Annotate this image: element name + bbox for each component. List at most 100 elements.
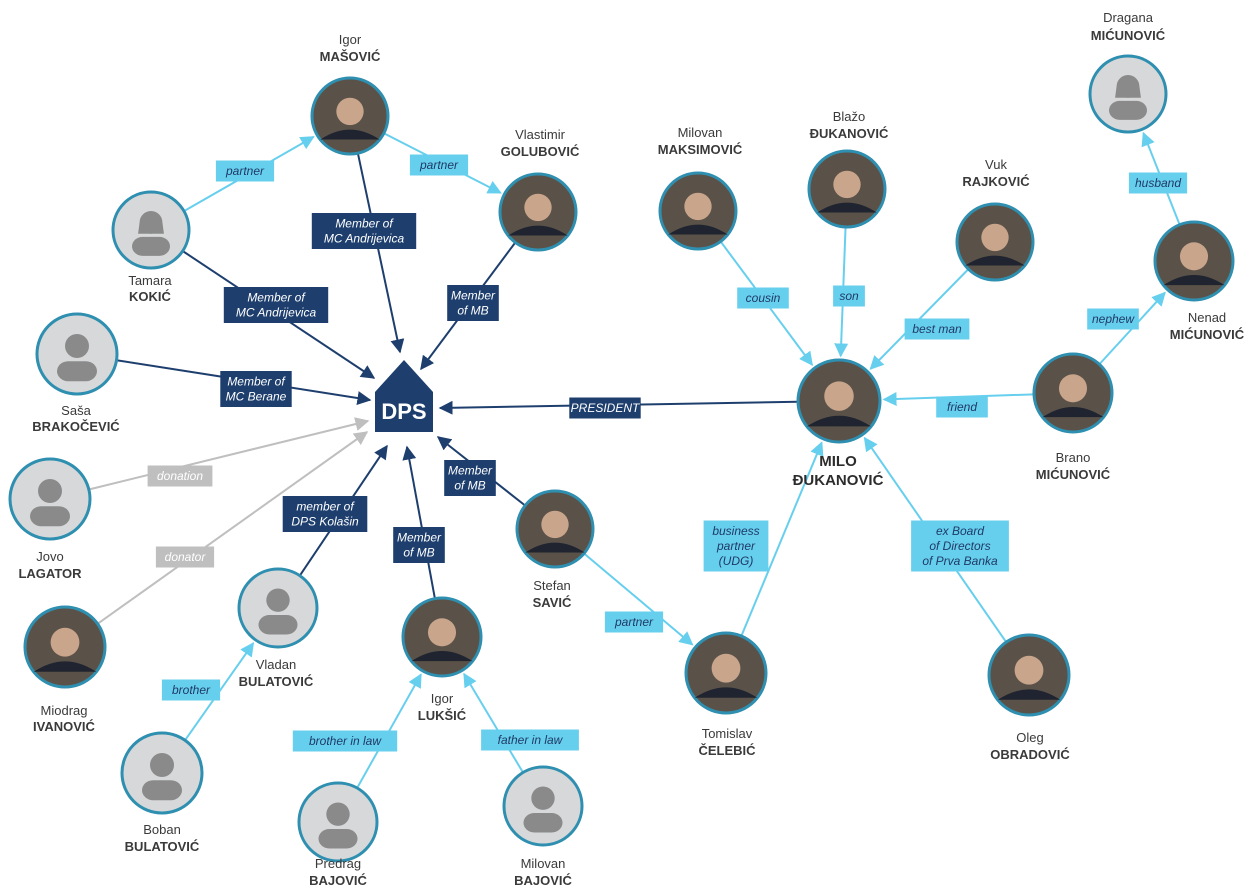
shoulders-shape [1042, 407, 1104, 418]
shoulders-shape [997, 689, 1061, 700]
relation-label-text: partner [716, 539, 756, 553]
relation-label-text: PRESIDENT [571, 401, 641, 415]
relation-label-bg [444, 460, 496, 496]
shoulders-shape [965, 255, 1025, 266]
dps-party-node[interactable]: DPS [375, 360, 433, 432]
relation-label-bg [1128, 172, 1188, 194]
avatar-head [266, 588, 290, 612]
relation-label-text: friend [947, 400, 977, 414]
relation-label-text: partner [225, 164, 265, 178]
person-first-name: Milovan [521, 856, 566, 871]
relation-label: brother [161, 679, 221, 701]
relation-label: partner [604, 611, 664, 633]
avatar-hair [1115, 86, 1141, 98]
dps-label: DPS [381, 399, 426, 424]
relation-label-text: DPS Kolašin [291, 515, 359, 529]
person-first-name: Dragana [1103, 10, 1154, 25]
relation-label-bg [215, 160, 275, 182]
relation-label-text: husband [1135, 176, 1181, 190]
face-shape [50, 627, 80, 657]
relation-label-text: ex Board [936, 524, 984, 538]
relation-label-bg [569, 397, 641, 419]
relation-label-text: best man [912, 322, 962, 336]
shoulders-shape [320, 129, 380, 140]
house-icon [375, 360, 433, 432]
relation-label-bg [147, 465, 213, 487]
person-last-name: LAGATOR [18, 566, 82, 581]
relation-label-text: MC Berane [226, 390, 287, 404]
person-last-name: ĐUKANOVIĆ [810, 126, 889, 141]
avatar-head [38, 479, 62, 503]
relation-label-bg [447, 285, 499, 321]
shoulders-shape [525, 542, 585, 553]
person-first-name: Tamara [128, 273, 172, 288]
person-last-name: BRAKOČEVIĆ [32, 419, 120, 434]
edge-celebic-djukanovic_milo [740, 441, 824, 637]
relation-label-bg [481, 729, 579, 751]
relation-label-text: son [839, 289, 859, 303]
face-shape [524, 193, 552, 222]
relation-label-text: of MB [403, 546, 434, 560]
relation-label-text: partner [419, 158, 459, 172]
face-shape [1058, 374, 1088, 403]
relation-label-text: of MB [457, 304, 488, 318]
relation-label: best man [904, 318, 970, 340]
person-first-name: Igor [339, 32, 362, 47]
face-shape [684, 192, 712, 221]
relation-label-bg [703, 520, 769, 572]
relation-label-bg [311, 213, 417, 249]
relation-label-text: business [712, 524, 759, 538]
relation-label-bg [409, 154, 469, 176]
person-last-name: KOKIĆ [129, 289, 172, 304]
edge-luksic-dps [402, 445, 436, 599]
relation-label-text: Member [397, 531, 442, 545]
relation-label-text: father in law [498, 733, 564, 747]
relation-label-bg [604, 611, 664, 633]
relation-label: donation [147, 465, 213, 487]
relation-label-text: (UDG) [719, 554, 754, 568]
relation-label-bg [220, 371, 292, 407]
person-first-name: Boban [143, 822, 181, 837]
avatar-body [258, 615, 298, 635]
person-last-name: SAVIĆ [533, 595, 572, 610]
avatar-head [65, 334, 89, 358]
person-first-name: Vladan [256, 657, 296, 672]
relation-label-bg [904, 318, 970, 340]
person-last-name: MIĆUNOVIĆ [1091, 28, 1166, 43]
relation-label-text: member of [296, 500, 355, 514]
relation-label-text: partner [614, 615, 654, 629]
edge-ivanovic-dps [97, 431, 369, 625]
person-last-name: RAJKOVIĆ [962, 174, 1030, 189]
relation-label-text: brother [172, 683, 211, 697]
relation-label-text: donator [165, 550, 207, 564]
relation-label-bg [155, 546, 215, 568]
shoulders-shape [1163, 275, 1225, 286]
